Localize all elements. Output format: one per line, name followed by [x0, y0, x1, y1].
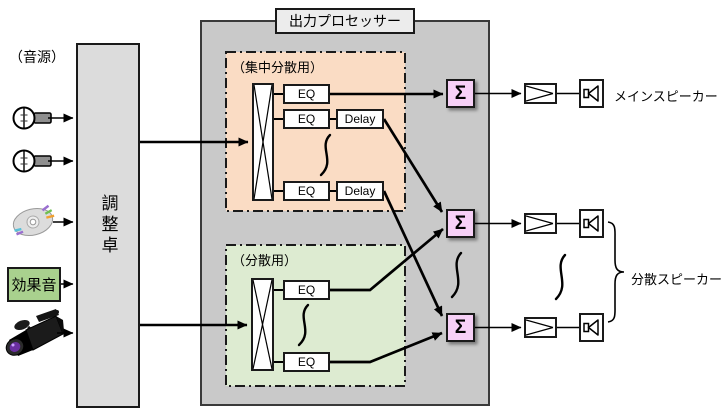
- video-camera-icon: [5, 309, 64, 356]
- eq-block: EQ: [283, 280, 330, 300]
- distributed-speaker-label: 分散スピーカー: [631, 272, 723, 287]
- sum-block: Σ: [446, 209, 475, 238]
- speaker-icon: [579, 209, 604, 238]
- mixing-console-box: 調整卓: [76, 43, 140, 408]
- cd-icon: [12, 204, 55, 237]
- brace-icon: [607, 221, 625, 323]
- speaker-icon: [579, 313, 604, 342]
- amplifier-icon: [524, 317, 557, 338]
- output-processor-title: 出力プロセッサー: [275, 8, 415, 34]
- matrix-icon: [252, 83, 274, 201]
- sources-group-label: （音源）: [9, 49, 65, 65]
- delay-block: Delay: [336, 181, 384, 201]
- mixing-console-label: 調整卓: [98, 194, 118, 257]
- eq-block: EQ: [283, 181, 330, 201]
- microphone-icon: [12, 106, 52, 130]
- matrix-icon: [251, 278, 274, 371]
- main-speaker-label: メインスピーカー: [614, 89, 718, 104]
- amplifier-icon: [524, 83, 557, 104]
- tilde-icon: [554, 253, 567, 301]
- effect-sound-box: 効果音: [7, 267, 61, 302]
- amplifier-icon: [524, 213, 557, 234]
- delay-block: Delay: [336, 109, 384, 129]
- group-distributed-label: （分散用）: [232, 253, 298, 268]
- eq-block: EQ: [283, 109, 330, 129]
- sum-block: Σ: [446, 79, 475, 108]
- sum-block: Σ: [446, 313, 475, 342]
- group-concentrated-label: （集中分散用）: [232, 60, 324, 75]
- eq-block: EQ: [283, 84, 330, 104]
- microphone-icon: [12, 149, 52, 173]
- eq-block: EQ: [283, 352, 330, 372]
- speaker-icon: [579, 79, 604, 108]
